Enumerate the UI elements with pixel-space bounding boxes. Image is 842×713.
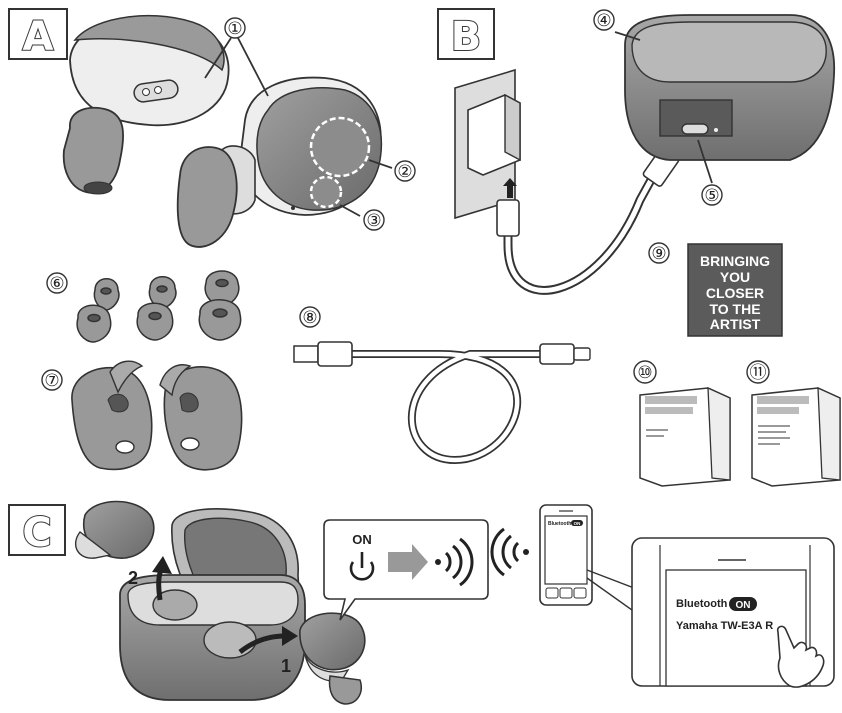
callout-7-label: ⑦ <box>44 371 59 391</box>
manual-10 <box>639 386 731 487</box>
step-1-arrow-head <box>282 626 298 646</box>
earbud-left-back <box>62 15 230 195</box>
ear-fins <box>71 360 243 471</box>
callout-2-line <box>368 159 393 169</box>
cd-line-2: YOU <box>720 269 750 285</box>
callout-10-label: ⑩ <box>637 363 652 383</box>
section-b: B ④ ⑤ <box>437 8 836 295</box>
section-b-label: B <box>451 14 482 60</box>
section-c-label: C <box>22 510 51 556</box>
step-1-arrow-shaft <box>238 633 286 654</box>
ear-tips <box>76 270 242 343</box>
transition-arrow-icon <box>388 544 428 580</box>
cd-cover <box>687 243 783 337</box>
step-1-label: 1 <box>281 656 291 676</box>
usb-cable-outline <box>503 155 667 295</box>
callout-2-label: ② <box>397 162 412 182</box>
zoom-device-name[interactable]: Yamaha TW-E3A R <box>676 620 773 632</box>
callout-4-marker <box>593 9 615 31</box>
cd-line-3: CLOSER <box>706 285 764 301</box>
pointing-hand-icon <box>776 625 825 688</box>
charging-case <box>624 14 836 161</box>
callout-5-label: ⑤ <box>704 186 719 206</box>
callout-3-line <box>339 204 361 217</box>
callout-8-label: ⑧ <box>302 308 317 328</box>
wall-outlet <box>454 68 521 220</box>
callout-10-marker <box>633 360 657 384</box>
callout-9-label: ⑨ <box>651 244 666 264</box>
cd-line-4: TO THE <box>709 301 760 317</box>
callout-1-label: ① <box>227 19 242 39</box>
phone-bt-label: Bluetooth <box>548 521 571 527</box>
zoom-bt-label: Bluetooth <box>676 598 728 610</box>
callout-3-label: ③ <box>366 211 381 231</box>
manual-11 <box>751 386 841 487</box>
callout-5-line <box>697 139 713 184</box>
section-b-box <box>437 8 495 60</box>
zoom-bt-toggle[interactable] <box>729 597 757 611</box>
section-c: C 2 1 ON <box>8 500 835 705</box>
callout-3-marker <box>363 209 385 231</box>
smartphone <box>539 504 593 606</box>
signal-in-icon <box>490 527 529 577</box>
callout-6-marker <box>46 272 68 294</box>
accessories: ⑥ ⑦ ⑧ <box>41 242 841 487</box>
earbud-out <box>299 612 366 705</box>
callout-4-line <box>614 31 641 41</box>
earbud-lifted <box>75 500 155 559</box>
usb-cable-accessory <box>293 341 591 465</box>
callout-1-line-a <box>204 37 232 79</box>
power-icon <box>349 552 375 581</box>
step-2-label: 2 <box>128 568 138 588</box>
phone-bt-toggle[interactable] <box>571 520 583 526</box>
callout-7-marker <box>41 369 63 391</box>
callout-1-line-b <box>237 37 269 97</box>
cd-line-1: BRINGING <box>700 253 770 269</box>
zoom-bt-state: ON <box>736 600 751 611</box>
callout-11-marker <box>746 360 770 384</box>
section-a-label: A <box>23 14 54 60</box>
case-open <box>119 508 306 701</box>
section-a-box <box>8 8 68 60</box>
usb-cable-body <box>505 157 665 293</box>
section-a: A ① ② ③ <box>8 8 416 248</box>
cd-line-5: ARTIST <box>710 316 761 332</box>
callout-11-label: ⑪ <box>750 363 767 383</box>
section-c-box <box>8 504 66 556</box>
power-on-label: ON <box>352 532 372 547</box>
callout-2-marker <box>394 160 416 182</box>
callout-4-label: ④ <box>596 11 611 31</box>
callout-6-label: ⑥ <box>49 274 64 294</box>
callout-9-marker <box>648 242 670 264</box>
phone-bt-state: ON <box>574 521 581 526</box>
step-2-arrow-head <box>152 556 172 574</box>
earbud-right-side <box>176 76 383 248</box>
callout-8-marker <box>299 306 321 328</box>
signal-out-icon <box>435 537 474 587</box>
usb-a-plug <box>496 199 520 237</box>
callout-5-marker <box>701 184 723 206</box>
callout-1-marker <box>224 17 246 39</box>
